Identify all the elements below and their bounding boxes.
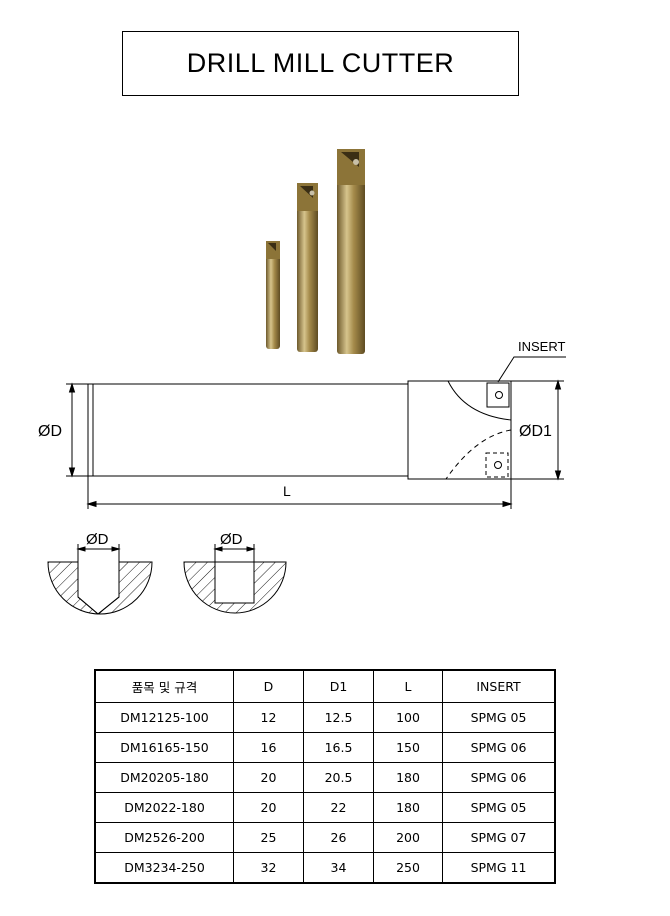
table-cell: 16 — [233, 732, 304, 763]
table-cell: 250 — [373, 852, 443, 884]
section-view-flat-bottom — [183, 544, 287, 614]
header-cell: D1 — [303, 669, 374, 703]
insert-screw-icon — [495, 391, 503, 399]
table-row: DM2022-180 20 22 180 SPMG 05 — [94, 792, 556, 823]
table-cell: 34 — [303, 852, 374, 884]
cutter-small — [266, 241, 280, 349]
table-cell: 20.5 — [303, 762, 374, 793]
table-cell: DM12125-100 — [94, 702, 234, 733]
cutter-medium — [297, 183, 318, 352]
shank-outline — [87, 383, 409, 477]
spec-table: 품목 및 규격 D D1 L INSERT DM12125-100 12 12.… — [94, 669, 556, 884]
section-right-label: ØD — [220, 531, 243, 548]
table-cell: 12 — [233, 702, 304, 733]
table-cell: 20 — [233, 792, 304, 823]
table-cell: DM20205-180 — [94, 762, 234, 793]
table-cell: 16.5 — [303, 732, 374, 763]
table-cell: SPMG 11 — [442, 852, 556, 884]
table-cell: 100 — [373, 702, 443, 733]
insert-top — [486, 382, 510, 408]
table-cell: 150 — [373, 732, 443, 763]
table-cell: 32 — [233, 852, 304, 884]
table-cell: DM3234-250 — [94, 852, 234, 884]
table-row: DM20205-180 20 20.5 180 SPMG 06 — [94, 762, 556, 793]
table-cell: SPMG 05 — [442, 702, 556, 733]
l-label: L — [283, 483, 291, 499]
table-cell: DM16165-150 — [94, 732, 234, 763]
cutter-photo — [266, 149, 365, 354]
table-row: DM3234-250 32 34 250 SPMG 11 — [94, 852, 556, 884]
flute-curve-bottom — [445, 429, 512, 480]
technical-drawing: INSERT ØD ØD1 L ØD ØD — [38, 149, 566, 615]
table-row: DM2526-200 25 26 200 SPMG 07 — [94, 822, 556, 853]
title-box: DRILL MILL CUTTER — [122, 31, 519, 96]
table-cell: 180 — [373, 762, 443, 793]
table-cell: SPMG 06 — [442, 762, 556, 793]
table-cell: SPMG 05 — [442, 792, 556, 823]
table-cell: 180 — [373, 792, 443, 823]
header-cell: L — [373, 669, 443, 703]
table-cell: DM2526-200 — [94, 822, 234, 853]
table-cell: SPMG 06 — [442, 732, 556, 763]
insert-leader-line — [497, 356, 566, 383]
cutter-side-view — [66, 356, 566, 509]
section-left-label: ØD — [86, 531, 109, 548]
table-header-row: 품목 및 규격 D D1 L INSERT — [94, 669, 556, 703]
table-cell: 22 — [303, 792, 374, 823]
flute-curve-top — [447, 380, 512, 421]
d-label: ØD — [38, 423, 62, 440]
cutter-large — [337, 149, 365, 354]
table-cell: DM2022-180 — [94, 792, 234, 823]
header-cell: 품목 및 규격 — [94, 669, 234, 703]
insert-screw-hidden-icon — [494, 461, 502, 469]
table-row: DM12125-100 12 12.5 100 SPMG 05 — [94, 702, 556, 733]
insert-bottom — [485, 452, 509, 478]
insert-label: INSERT — [518, 339, 565, 354]
table-cell: 20 — [233, 762, 304, 793]
section-view-drill-point — [47, 544, 153, 615]
table-cell: SPMG 07 — [442, 822, 556, 853]
header-cell: INSERT — [442, 669, 556, 703]
table-cell: 26 — [303, 822, 374, 853]
table-cell: 25 — [233, 822, 304, 853]
header-cell: D — [233, 669, 304, 703]
table-cell: 12.5 — [303, 702, 374, 733]
d1-label: ØD1 — [519, 423, 552, 440]
table-cell: 200 — [373, 822, 443, 853]
page-title: DRILL MILL CUTTER — [186, 48, 455, 78]
table-row: DM16165-150 16 16.5 150 SPMG 06 — [94, 732, 556, 763]
